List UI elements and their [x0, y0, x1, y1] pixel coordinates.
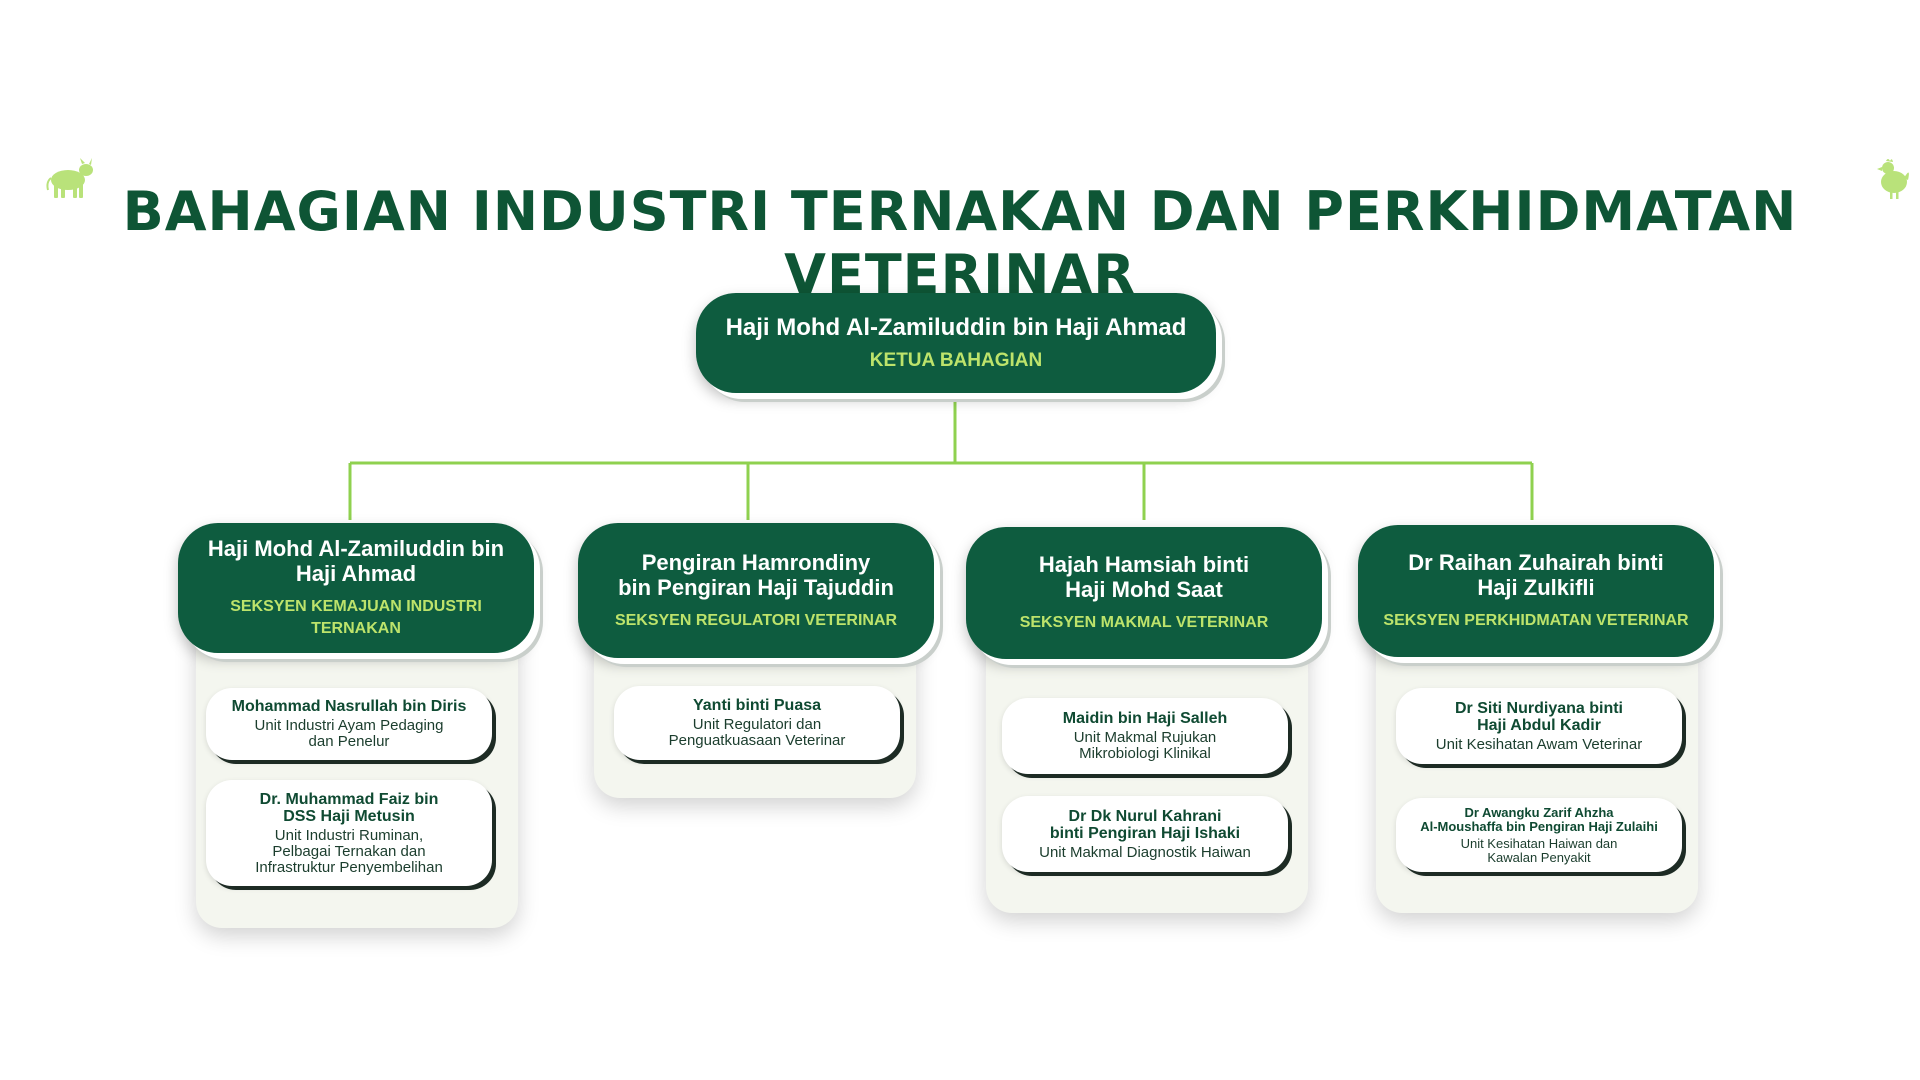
head-name: Haji Mohd Al-Zamiluddin bin Haji Ahmad — [725, 313, 1187, 341]
unit-name: Unit Industri Ruminan, Pelbagai Ternakan… — [255, 826, 443, 876]
unit-name: Unit Kesihatan Haiwan dan Kawalan Penyak… — [1460, 835, 1618, 865]
unit-head-name: Yanti binti Puasa — [692, 697, 822, 714]
head-role: KETUA BAHAGIAN — [869, 349, 1043, 371]
section-head-name: Dr Raihan Zuhairah binti Haji Zulkifli — [1408, 550, 1664, 600]
section-head-name: Hajah Hamsiah binti Haji Mohd Saat — [1038, 552, 1250, 602]
unit-card: Mohammad Nasrullah bin Diris Unit Indust… — [206, 688, 492, 760]
unit-card: Maidin bin Haji Salleh Unit Makmal Rujuk… — [1002, 698, 1288, 774]
unit-card: Dr Siti Nurdiyana binti Haji Abdul Kadir… — [1396, 688, 1682, 764]
section-title: SEKSYEN KEMAJUAN INDUSTRI TERNAKAN — [230, 598, 482, 637]
unit-name: Unit Makmal Diagnostik Haiwan — [1039, 843, 1251, 861]
section-card: Pengiran Hamrondiny bin Pengiran Haji Ta… — [578, 523, 934, 658]
section-card: Haji Mohd Al-Zamiluddin bin Haji Ahmad S… — [178, 523, 534, 653]
unit-head-name: Maidin bin Haji Salleh — [1062, 710, 1228, 727]
unit-head-name: Dr Siti Nurdiyana binti Haji Abdul Kadir — [1454, 699, 1623, 734]
unit-head-name: Mohammad Nasrullah bin Diris — [231, 698, 467, 715]
unit-head-name: Dr Dk Nurul Kahrani binti Pengiran Haji … — [1049, 807, 1241, 842]
unit-name: Unit Regulatori dan Penguatkuasaan Veter… — [668, 716, 846, 749]
unit-head-name: Dr Awangku Zarif Ahzha Al-Moushaffa bin … — [1420, 804, 1658, 834]
unit-name: Unit Industri Ayam Pedaging dan Penelur — [254, 717, 444, 750]
unit-card: Dr Dk Nurul Kahrani binti Pengiran Haji … — [1002, 796, 1288, 872]
unit-card: Dr. Muhammad Faiz bin DSS Haji Metusin U… — [206, 780, 492, 886]
section-card: Hajah Hamsiah binti Haji Mohd Saat SEKSY… — [966, 527, 1322, 659]
unit-head-name: Dr. Muhammad Faiz bin DSS Haji Metusin — [259, 790, 439, 825]
section-head-name: Haji Mohd Al-Zamiluddin bin Haji Ahmad — [207, 536, 505, 586]
unit-card: Dr Awangku Zarif Ahzha Al-Moushaffa bin … — [1396, 798, 1682, 872]
section-title: SEKSYEN REGULATORI VETERINAR — [614, 611, 898, 629]
unit-name: Unit Makmal Rujukan Mikrobiologi Klinika… — [1073, 729, 1217, 762]
chicken-icon — [1877, 159, 1909, 199]
section-title: SEKSYEN PERKHIDMATAN VETERINAR — [1383, 612, 1689, 629]
cow-icon — [46, 158, 93, 198]
section-card: Dr Raihan Zuhairah binti Haji Zulkifli S… — [1358, 525, 1714, 657]
unit-card: Yanti binti Puasa Unit Regulatori dan Pe… — [614, 686, 900, 760]
unit-name: Unit Kesihatan Awam Veterinar — [1435, 735, 1643, 753]
section-title: SEKSYEN MAKMAL VETERINAR — [1019, 614, 1269, 631]
section-head-name: Pengiran Hamrondiny bin Pengiran Haji Ta… — [618, 549, 894, 600]
head-card: Haji Mohd Al-Zamiluddin bin Haji Ahmad K… — [696, 293, 1216, 393]
